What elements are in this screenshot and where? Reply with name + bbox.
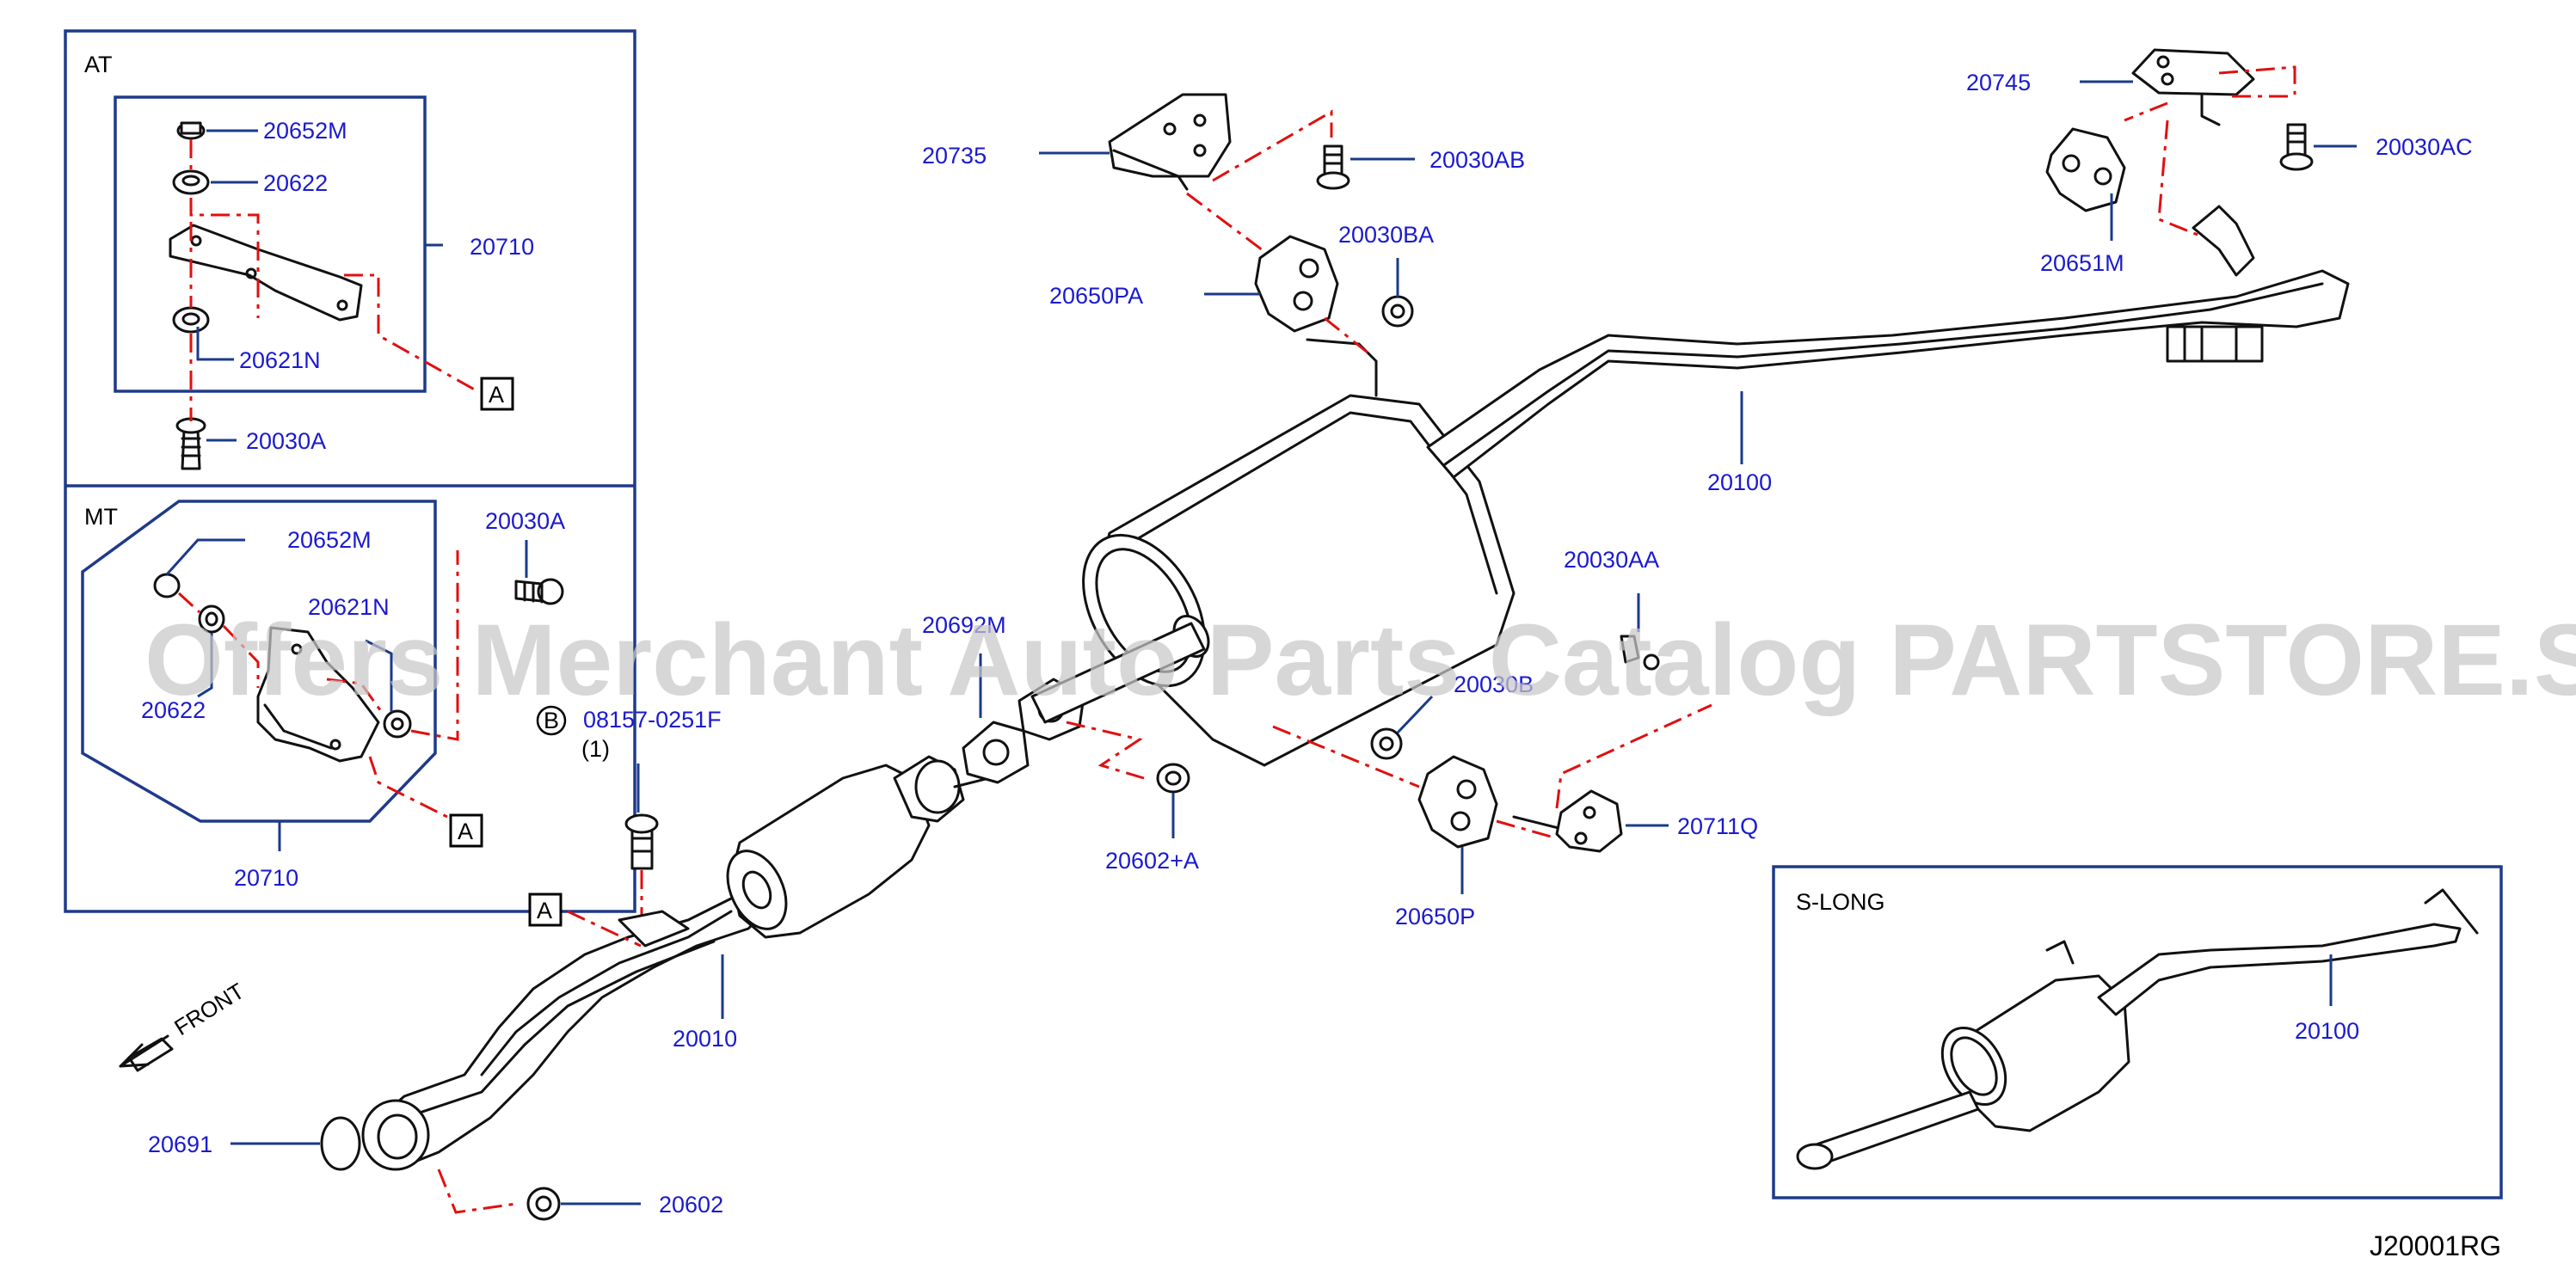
label-20030A-at[interactable]: 20030A	[246, 428, 326, 454]
nut-20030B: 20030B	[1370, 672, 1534, 760]
mt-parts-drawing	[153, 573, 564, 763]
label-20100-s-long[interactable]: 20100	[2295, 1018, 2359, 1044]
s-long-frame	[1772, 865, 2503, 1199]
label-08157-0251F[interactable]: 08157-0251F	[583, 707, 722, 733]
insulator-20650PA: 20650PA	[1049, 235, 1368, 354]
ref-a-pipe-text: A	[537, 898, 552, 923]
label-20710-at[interactable]: 20710	[470, 234, 534, 260]
label-20745[interactable]: 20745	[1966, 70, 2031, 95]
label-20692M[interactable]: 20692M	[922, 612, 1006, 638]
gasket-20691: 20691	[148, 1116, 361, 1171]
label-20602[interactable]: 20602	[659, 1192, 723, 1218]
label-20652M-at[interactable]: 20652M	[263, 118, 347, 144]
label-20651M[interactable]: 20651M	[2040, 250, 2124, 276]
front-pipe-20010: 20010 A	[361, 755, 991, 1171]
bracket-20711Q: 20711Q	[1512, 703, 1758, 853]
label-20602A[interactable]: 20602+A	[1105, 848, 1199, 874]
insulator-20650P: 20650P	[1272, 725, 1558, 929]
mt-phantom-lines	[177, 550, 459, 819]
label-20711Q[interactable]: 20711Q	[1677, 813, 1758, 839]
label-08157-qty: (1)	[581, 736, 610, 762]
label-20030AA[interactable]: 20030AA	[1564, 547, 1659, 573]
s-long-inset: S-LONG 20100	[1772, 865, 2503, 1199]
insulator-20651M: 20651M	[2040, 127, 2126, 276]
bolt-20030AC: 20030AC	[2279, 123, 2473, 171]
bolt-20030AA: 20030AA	[1564, 547, 1660, 671]
circled-b-text: B	[544, 708, 559, 733]
ref-a-mt: A	[449, 813, 483, 848]
section-label-at: AT	[84, 52, 113, 77]
label-20010[interactable]: 20010	[673, 1026, 737, 1052]
label-20621N-mt[interactable]: 20621N	[308, 594, 390, 620]
ref-a-mt-text: A	[458, 819, 473, 844]
label-20030B-partial[interactable]: 20030B	[1454, 672, 1534, 697]
watermark-text: Offers Merchant Auto Parts Catalog PARTS…	[144, 604, 2576, 717]
label-20030BA[interactable]: 20030BA	[1338, 222, 1434, 248]
front-label: FRONT	[169, 978, 249, 1040]
label-20622-at[interactable]: 20622	[263, 170, 328, 196]
bracket-20735: 20735	[922, 93, 1333, 260]
nut-20602A: 20602+A	[1105, 763, 1199, 874]
diagram-code: J20001RG	[2370, 1230, 2501, 1261]
at-mt-inset: AT MT 206	[64, 29, 636, 913]
label-20735[interactable]: 20735	[922, 143, 987, 169]
nut-20030BA: 20030BA	[1338, 222, 1434, 328]
inset-frame	[64, 29, 636, 913]
label-20100[interactable]: 20100	[1707, 469, 1772, 495]
label-20710-mt[interactable]: 20710	[234, 865, 298, 891]
mt-leaders	[165, 538, 528, 851]
mt-subframe	[81, 500, 437, 823]
label-20650PA[interactable]: 20650PA	[1049, 283, 1143, 309]
section-label-mt: MT	[84, 504, 118, 530]
at-parts-drawing	[169, 121, 363, 470]
label-20652M-mt[interactable]: 20652M	[287, 527, 372, 553]
label-20030AB[interactable]: 20030AB	[1429, 147, 1525, 173]
at-leaders	[196, 129, 443, 442]
ref-a-pipe: A	[528, 893, 563, 927]
label-20030AC[interactable]: 20030AC	[2376, 134, 2473, 160]
ref-a-at: A	[480, 377, 514, 411]
label-20622-mt[interactable]: 20622	[141, 697, 206, 723]
bolt-20030AB: 20030AB	[1316, 144, 1525, 190]
at-phantom-lines	[189, 139, 478, 421]
label-20030A-mt[interactable]: 20030A	[485, 508, 565, 534]
circled-b-symbol	[536, 705, 567, 736]
front-arrow: FRONT	[119, 978, 249, 1072]
section-label-s-long: S-LONG	[1796, 889, 1885, 915]
label-20691[interactable]: 20691	[148, 1132, 212, 1157]
bolt-08157: B 08157-0251F (1)	[536, 705, 722, 929]
label-20650P[interactable]: 20650P	[1395, 904, 1475, 929]
muffler-20100: 20100	[1030, 205, 2350, 767]
nut-20602: 20602	[437, 1169, 723, 1221]
label-20621N-at[interactable]: 20621N	[239, 347, 321, 373]
bracket-20745: 20745	[1966, 48, 2296, 238]
ref-a-at-text: A	[489, 382, 504, 408]
